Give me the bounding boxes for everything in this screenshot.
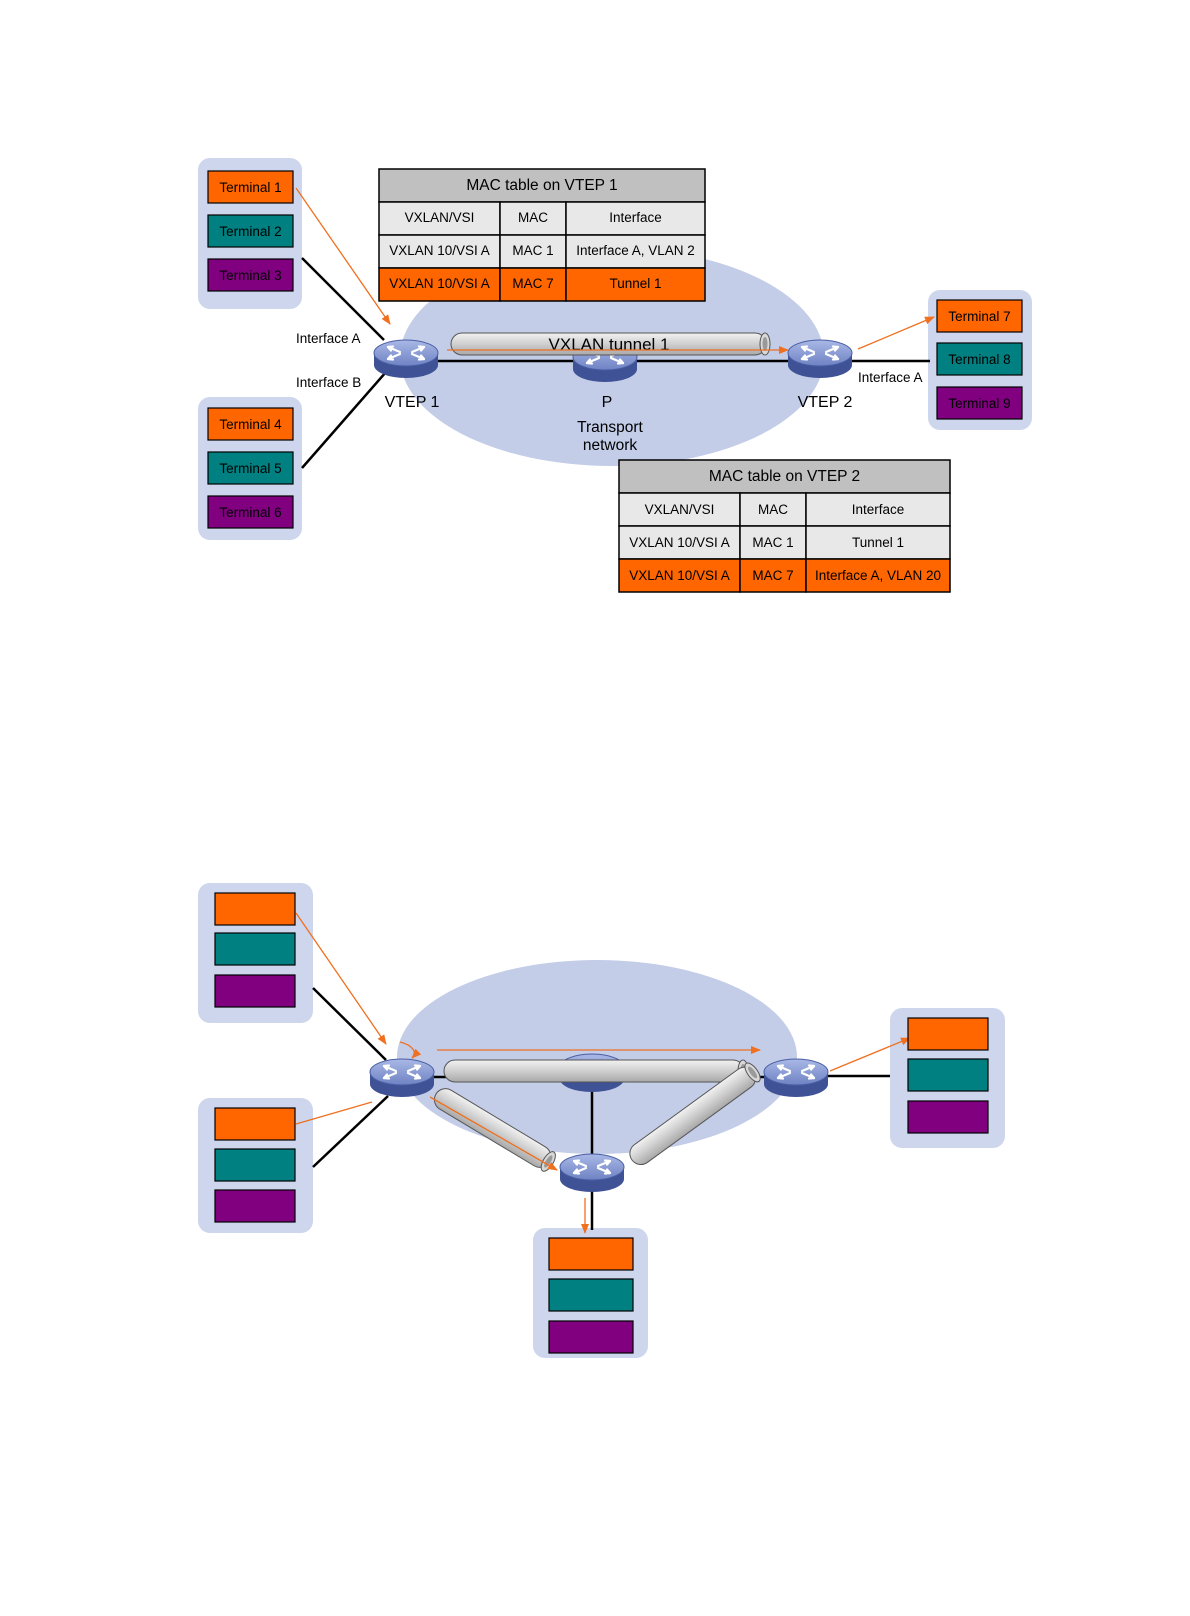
table2-cell: MAC 1: [752, 535, 793, 550]
table2-header: Interface: [852, 502, 905, 517]
terminal-4: Terminal 4: [207, 407, 294, 441]
terminal-3: Terminal 3: [207, 258, 294, 292]
arrow-vtep2-to-terminal7: [857, 316, 935, 350]
mac-table-vtep1: [378, 168, 706, 302]
terminal-box: [214, 1189, 296, 1223]
table1-header: VXLAN/VSI: [405, 210, 475, 225]
vxlan-tunnel-horizontal: [443, 1059, 749, 1083]
table2-cell: Interface A, VLAN 20: [815, 568, 941, 583]
terminal-box: [907, 1100, 989, 1134]
terminal-1: Terminal 1: [207, 170, 294, 204]
table2-cell: VXLAN 10/VSI A: [629, 535, 730, 550]
terminal-box: [214, 892, 296, 926]
interface-a-vtep1-label: Interface A: [296, 331, 361, 346]
svg-text:Terminal 4: Terminal 4: [219, 417, 282, 432]
table1-title-cell: [378, 168, 706, 203]
table1-cell: Tunnel 1: [609, 276, 661, 291]
terminal-2: Terminal 2: [207, 214, 294, 248]
svg-text:Terminal 2: Terminal 2: [219, 224, 281, 239]
transport-label-line2: network: [583, 437, 638, 454]
terminals-diagram2: [214, 892, 989, 1354]
table1-cell: VXLAN 10/VSI A: [389, 276, 490, 291]
svg-text:Terminal 5: Terminal 5: [219, 461, 281, 476]
diagram-1: VXLAN tunnel 1 Terminal 1 Terminal 2 Ter…: [198, 158, 1032, 593]
table2-cell: VXLAN 10/VSI A: [629, 568, 730, 583]
svg-text:Terminal 9: Terminal 9: [948, 396, 1010, 411]
table1-title: MAC table on VTEP 1: [466, 177, 617, 194]
table2-header: MAC: [758, 502, 788, 517]
table1-cell: MAC 1: [512, 243, 553, 258]
table2-title: MAC table on VTEP 2: [709, 468, 860, 485]
interface-b-vtep1-label: Interface B: [296, 375, 361, 390]
terminal-box: [214, 1107, 296, 1141]
table1-cell: Interface A, VLAN 2: [576, 243, 695, 258]
terminal-7: Terminal 7: [936, 299, 1023, 333]
arrow-terminal1-to-vtep1: [295, 187, 391, 325]
vtep1-label: VTEP 1: [385, 394, 440, 411]
vxlan-tunnel-right-diagonal: [629, 1062, 761, 1166]
vxlan-tunnel-left-diagonal: [433, 1088, 556, 1172]
link-group2-vtep1: [301, 371, 387, 469]
interface-a-vtep2-label: Interface A: [858, 370, 923, 385]
transport-label-line1: Transport: [577, 419, 643, 436]
svg-text:Terminal 8: Terminal 8: [948, 352, 1010, 367]
terminal-box: [907, 1058, 989, 1092]
svg-text:Terminal 3: Terminal 3: [219, 268, 281, 283]
terminal-box: [548, 1237, 634, 1271]
svg-text:Terminal 7: Terminal 7: [948, 309, 1010, 324]
svg-text:Terminal 1: Terminal 1: [219, 180, 281, 195]
table1-cell: MAC 7: [512, 276, 553, 291]
traffic-arrows: [295, 187, 935, 354]
terminal-box: [214, 932, 296, 966]
vtep1-router-icon: [372, 338, 440, 380]
terminal-9: Terminal 9: [936, 386, 1023, 420]
table2-cell: Tunnel 1: [852, 535, 904, 550]
terminal-box: [214, 974, 296, 1008]
mac-table-vtep1-text: MAC table on VTEP 1 VXLAN/VSI MAC Interf…: [389, 177, 695, 291]
table2-title-cell: [618, 459, 951, 494]
table1-header: MAC: [518, 210, 548, 225]
terminal-8: Terminal 8: [936, 342, 1023, 376]
mac-table-vtep2: [618, 459, 951, 593]
table2-cell: MAC 7: [752, 568, 793, 583]
table1-header: Interface: [609, 210, 662, 225]
tunnel-label: VXLAN tunnel 1: [549, 335, 670, 354]
vtep2-label: VTEP 2: [798, 394, 853, 411]
terminal-box: [548, 1320, 634, 1354]
link-group1-vtep1: [301, 257, 385, 341]
terminal-5: Terminal 5: [207, 451, 294, 485]
vtep1-router-icon-2: [368, 1057, 436, 1099]
diagram-2: [198, 883, 1005, 1358]
table1-cell: VXLAN 10/VSI A: [389, 243, 490, 258]
vtep2-router-icon: [786, 338, 854, 380]
table2-header: VXLAN/VSI: [645, 502, 715, 517]
vtep3-router-icon-2: [558, 1152, 626, 1194]
vtep2-router-icon-2: [762, 1057, 830, 1099]
traffic-arrows-2: [295, 912, 911, 1234]
terminal-6: Terminal 6: [207, 495, 294, 529]
terminal-box: [214, 1148, 296, 1182]
svg-text:Terminal 6: Terminal 6: [219, 505, 281, 520]
terminal-box: [907, 1017, 989, 1051]
mac-table-vtep2-text: MAC table on VTEP 2 VXLAN/VSI MAC Interf…: [629, 468, 941, 583]
terminal-box: [548, 1278, 634, 1312]
p-label: P: [602, 394, 613, 411]
terminals-diagram1: Terminal 1 Terminal 2 Terminal 3 Termina…: [207, 170, 1023, 529]
